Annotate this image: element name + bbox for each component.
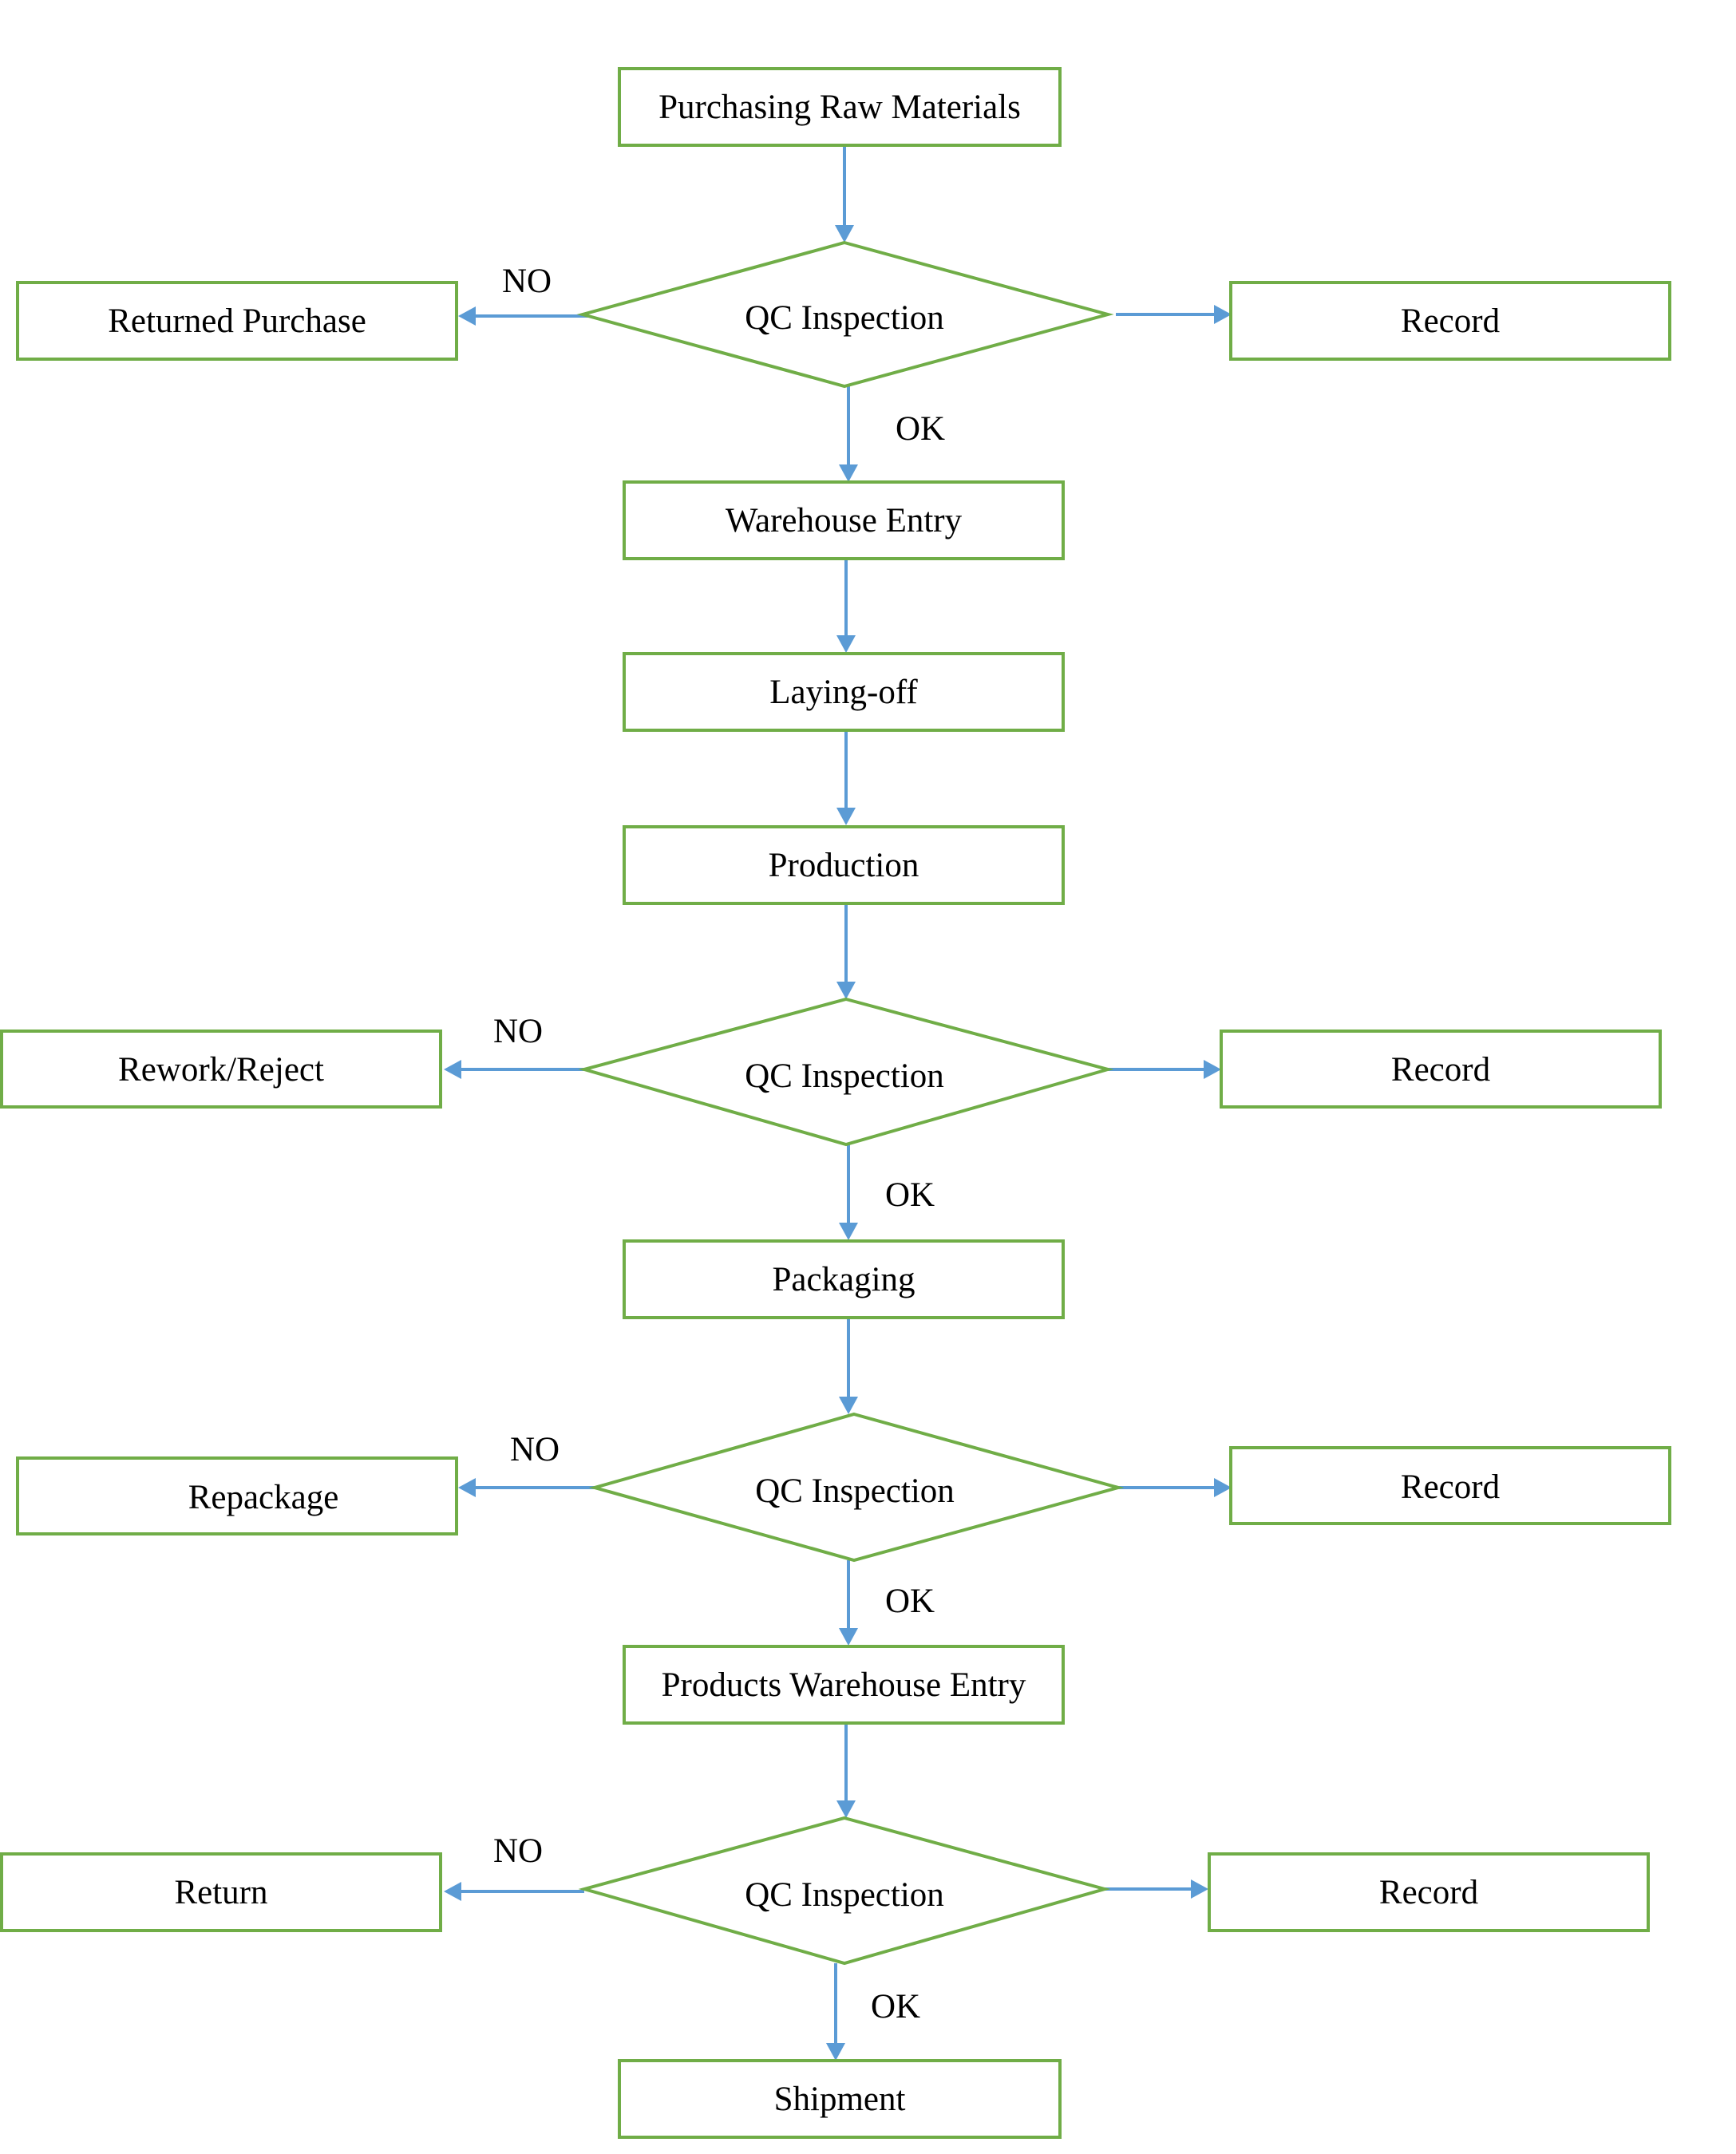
node-label: QC Inspection	[745, 299, 944, 337]
decision-qc-4: QC Inspection	[578, 1816, 1111, 1966]
decision-qc-3: QC Inspection	[588, 1412, 1125, 1563]
edge-label-no: NO	[510, 1431, 560, 1468]
node-products-warehouse-entry: Products Warehouse Entry	[623, 1645, 1065, 1725]
arrowhead	[444, 1882, 461, 1901]
node-label: QC Inspection	[745, 1876, 944, 1914]
node-label: Packaging	[772, 1261, 915, 1298]
node-label: Returned Purchase	[108, 302, 366, 340]
node-label: Purchasing Raw Materials	[658, 89, 1021, 126]
node-laying-off: Laying-off	[623, 652, 1065, 732]
decision-qc-1: QC Inspection	[576, 240, 1114, 389]
node-label: Products Warehouse Entry	[662, 1666, 1026, 1704]
node-label: Laying-off	[769, 674, 918, 711]
node-label: Record	[1379, 1874, 1478, 1911]
arrowhead	[835, 225, 854, 243]
node-label: Warehouse Entry	[726, 502, 963, 539]
node-label: Return	[174, 1874, 267, 1911]
node-label: Record	[1401, 302, 1500, 340]
edge-label-ok: OK	[885, 1583, 935, 1620]
node-record-1: Record	[1229, 281, 1671, 361]
node-label: QC Inspection	[745, 1057, 944, 1095]
node-label: Record	[1401, 1468, 1500, 1506]
node-label: Repackage	[188, 1479, 339, 1516]
arrowhead	[839, 1397, 858, 1414]
arrowhead	[444, 1060, 461, 1079]
node-repackage: Repackage	[16, 1456, 458, 1535]
edge-label-no: NO	[502, 263, 552, 300]
decision-qc-2: QC Inspection	[578, 997, 1114, 1147]
arrowhead	[458, 306, 476, 326]
node-returned-purchase: Returned Purchase	[16, 281, 458, 361]
arrowhead	[839, 1223, 858, 1240]
node-purchasing: Purchasing Raw Materials	[618, 67, 1062, 147]
node-shipment: Shipment	[618, 2059, 1062, 2139]
arrowhead	[1191, 1879, 1208, 1899]
node-warehouse-entry: Warehouse Entry	[623, 480, 1065, 560]
edge-label-no: NO	[493, 1013, 543, 1050]
arrowhead	[836, 808, 856, 825]
node-label: Shipment	[774, 2081, 906, 2118]
node-record-2: Record	[1220, 1030, 1662, 1109]
node-label: Record	[1391, 1051, 1490, 1089]
arrowhead	[1204, 1060, 1221, 1079]
node-record-3: Record	[1229, 1446, 1671, 1525]
edge-label-ok: OK	[871, 1988, 920, 2026]
node-production: Production	[623, 825, 1065, 905]
edge-label-no: NO	[493, 1832, 543, 1870]
arrowhead	[1214, 1478, 1232, 1497]
node-record-4: Record	[1208, 1852, 1650, 1932]
arrowhead	[1214, 305, 1232, 324]
arrowhead	[836, 1800, 856, 1818]
node-label: Production	[769, 847, 919, 884]
node-return: Return	[0, 1852, 442, 1932]
arrowhead	[836, 982, 856, 999]
arrowhead	[839, 1628, 858, 1646]
connectors	[444, 145, 1232, 2061]
node-rework-reject: Rework/Reject	[0, 1030, 442, 1109]
node-packaging: Packaging	[623, 1239, 1065, 1319]
arrowhead	[836, 635, 856, 653]
node-label: QC Inspection	[755, 1472, 955, 1510]
arrowhead	[826, 2043, 845, 2061]
edge-label-ok: OK	[885, 1176, 935, 1214]
node-label: Rework/Reject	[118, 1051, 324, 1089]
arrowhead	[458, 1478, 476, 1497]
edge-label-ok: OK	[896, 410, 945, 448]
arrowhead	[839, 464, 858, 482]
